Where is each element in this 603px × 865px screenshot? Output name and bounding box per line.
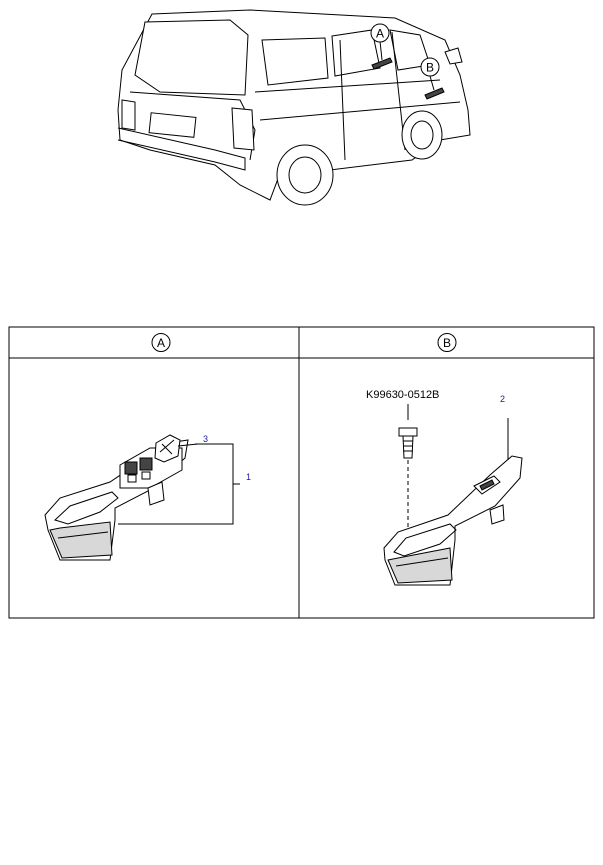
column-header-b-label: B — [443, 336, 451, 350]
detail-b-screw — [398, 404, 418, 548]
van-illustration — [117, 9, 471, 206]
column-header-b: B — [437, 333, 457, 352]
callout-a-label: A — [376, 27, 384, 41]
callout-a-circle: A — [370, 23, 390, 43]
column-header-a: A — [151, 333, 171, 352]
column-header-a-label: A — [157, 336, 165, 350]
part-code-screw: K99630-0512B — [366, 389, 439, 401]
detail-a-armrest-assembly — [44, 434, 240, 561]
label-switch-3: 3 — [203, 434, 208, 444]
detail-b-armrest-trim — [383, 418, 523, 586]
callout-b-label: B — [426, 61, 434, 75]
detail-table — [8, 326, 595, 619]
label-trim-2: 2 — [500, 394, 505, 404]
table-border — [8, 326, 595, 619]
callout-b-circle: B — [420, 57, 440, 77]
label-assembly-1: 1 — [246, 472, 251, 482]
